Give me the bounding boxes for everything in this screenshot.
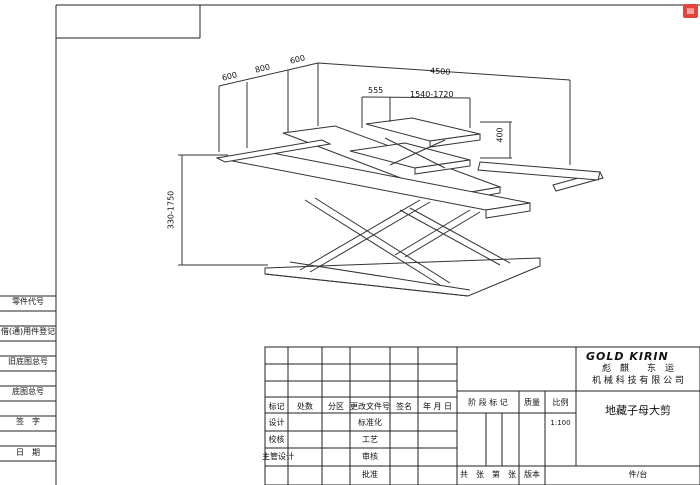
company-name-line1: 彪 麒 东 运 — [601, 364, 674, 374]
header-mark: 标记 — [268, 402, 285, 411]
side-row-base-no: 底图总号 — [12, 387, 44, 396]
scale-value: 1:100 — [550, 419, 571, 427]
header-change-doc: 更改文件号 — [350, 402, 390, 411]
side-row-date: 日 期 — [16, 448, 40, 457]
dim-1540-1720: 1540-1720 — [410, 90, 454, 99]
company-name-line2: 机 械 科 技 有 限 公 司 — [591, 376, 685, 386]
label-approve: 批准 — [362, 470, 378, 479]
dim-330-1750: 330-1750 — [166, 190, 176, 230]
label-design: 设计 — [268, 418, 285, 427]
header-count: 处数 — [297, 402, 313, 411]
side-row-part-code: 零件代号 — [12, 297, 44, 306]
dim-400: 400 — [495, 127, 505, 143]
label-review: 审核 — [362, 452, 378, 461]
label-process: 工艺 — [362, 435, 378, 444]
label-piece-per-set: 件/台 — [628, 470, 648, 479]
label-check: 校核 — [268, 435, 285, 444]
label-chief-design: 主管设计 — [262, 452, 294, 461]
dim-4500: 4500 — [429, 66, 451, 77]
side-row-signature: 签 字 — [16, 417, 40, 426]
label-scale: 比例 — [552, 398, 569, 407]
header-date: 年 月 日 — [422, 402, 453, 411]
document-icon[interactable]: ▤ — [683, 4, 698, 18]
label-standardization: 标准化 — [358, 418, 382, 427]
header-signature: 签名 — [396, 402, 412, 411]
label-version: 版本 — [524, 470, 540, 479]
header-zone: 分区 — [328, 402, 344, 411]
company-logo: GOLD KIRIN — [586, 350, 669, 363]
label-sheet: 共 张 第 张 — [460, 470, 516, 479]
dim-555: 555 — [368, 86, 384, 95]
side-row-shared-part: 借(通)用件登记 — [0, 327, 56, 336]
label-stage-mark: 阶 段 标 记 — [468, 398, 508, 407]
label-weight: 质量 — [524, 398, 540, 407]
side-row-old-base: 旧底图总号 — [8, 357, 48, 366]
drawing-title: 地藏子母大剪 — [605, 404, 671, 417]
